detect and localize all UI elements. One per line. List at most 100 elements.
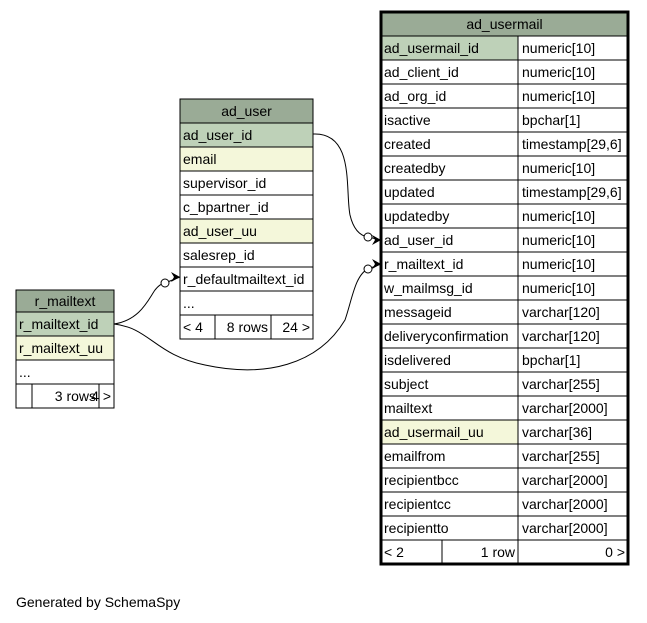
relationship-ad-usermail-r-mailtext-id[interactable] [113,259,382,371]
footer-cell [270,314,314,340]
column-type: numeric[10] [522,280,595,296]
table-title[interactable]: r_mailtext [35,293,96,309]
column-name: ad_usermail_uu [384,424,484,440]
column-type: numeric[10] [522,160,595,176]
column-row-salesrep-id[interactable]: salesrep_id [179,242,314,268]
column-name: email [183,151,216,167]
column-row-created[interactable]: created timestamp[29,6] [380,131,629,157]
column-name: recipientto [384,520,449,536]
column-name: r_mailtext_id [19,316,98,332]
children-link[interactable]: 4 > [91,388,111,404]
column-name: created [384,136,431,152]
column-row-supervisor-id[interactable]: supervisor_id [179,170,314,196]
column-name: r_defaultmailtext_id [183,271,304,287]
table-title[interactable]: ad_user [221,103,272,119]
relationship-line [113,282,166,325]
footer-cell [31,383,100,409]
children-link[interactable]: 0 > [605,544,625,560]
column-name: subject [384,376,428,392]
relationship-line [113,268,369,371]
children-link[interactable]: 24 > [282,319,310,335]
footer-cell [15,383,33,409]
parents-link[interactable]: < 4 [183,319,203,335]
column-name: ad_client_id [384,64,459,80]
column-name: r_mailtext_id [384,256,463,272]
column-name-cell [380,203,519,229]
column-type-cell [517,419,629,445]
column-name-cell [380,131,519,157]
column-name: ad_user_uu [183,223,257,239]
column-row-recipientcc[interactable]: recipientcc varchar[2000] [380,491,629,517]
column-name: ad_usermail_id [384,40,479,56]
relationship-ad-usermail-ad-user-id[interactable] [312,133,382,245]
column-name: updated [384,184,435,200]
column-type: varchar[2000] [522,496,608,512]
column-type: varchar[255] [522,376,600,392]
column-type-cell [517,395,629,421]
relationship-ad-user-r-defaultmailtext-id[interactable] [113,272,181,325]
column-name-cell [179,170,314,196]
column-type: varchar[36] [522,424,592,440]
column-name-cell [179,266,314,292]
column-type: timestamp[29,6] [522,136,622,152]
column-name: recipientcc [384,496,451,512]
column-type-cell [517,83,629,109]
column-type: bpchar[1] [522,112,580,128]
table-r-mailtext[interactable]: r_mailtextr_mailtext_idr_mailtext_uu...3… [15,289,115,409]
row-count: 3 rows [55,388,96,404]
column-row-r-mailtext-id[interactable]: r_mailtext_id [15,311,115,337]
table-header-bg [179,98,314,124]
column-name-cell [179,242,314,268]
relationship-line [312,133,369,238]
column-row-email[interactable]: email [179,146,314,172]
crows-foot-marker [372,259,381,269]
table-border [179,98,314,340]
table-footer: < 2 1 row 0 > [380,539,629,565]
column-row-ellipsis[interactable]: ... [15,359,115,385]
row-count: 1 row [481,544,516,560]
column-name-cell [380,371,519,397]
column-row-r-defaultmailtext-id[interactable]: r_defaultmailtext_id [179,266,314,292]
column-row-subject[interactable]: subject varchar[255] [380,371,629,397]
column-type-cell [517,179,629,205]
column-row-ad-user-id[interactable]: ad_user_id [179,122,314,148]
footer-cell [517,539,629,565]
table-title[interactable]: ad_usermail [466,16,542,32]
column-row-ellipsis[interactable]: ... [179,290,314,316]
crows-foot-marker [372,235,381,245]
column-name: r_mailtext_uu [19,340,103,356]
column-type-cell [517,131,629,157]
column-name: c_bpartner_id [183,199,269,215]
column-row-ad-usermail-uu[interactable]: ad_usermail_uu varchar[36] [380,419,629,445]
relationship-edges [113,133,382,371]
column-row-r-mailtext-uu[interactable]: r_mailtext_uu [15,335,115,361]
column-type-cell [517,107,629,133]
parents-link[interactable]: < 2 [384,544,404,560]
column-name-cell [380,275,519,301]
column-row-c-bpartner-id[interactable]: c_bpartner_id [179,194,314,220]
table-header-bg [380,11,629,37]
column-name-cell [179,290,314,316]
column-row-ad-user-uu[interactable]: ad_user_uu [179,218,314,244]
